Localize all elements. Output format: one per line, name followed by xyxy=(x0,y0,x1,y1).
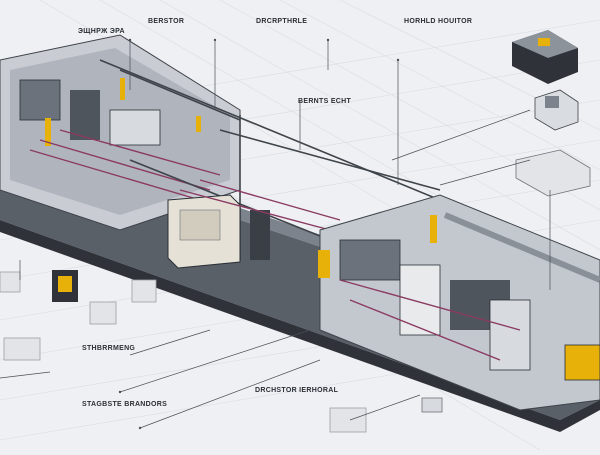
callout-label-top-right: HORHLD HOUITOR xyxy=(404,18,473,25)
floating-component-mid-right xyxy=(534,89,579,131)
floating-component-top-right xyxy=(512,30,578,84)
floating-component-bottom xyxy=(329,397,443,433)
callout-label-bottom-center: DRCHSTOR IERHORAL xyxy=(255,387,339,394)
central-cabinet xyxy=(167,179,341,269)
floating-component-left-relay xyxy=(52,270,78,302)
callout-label-bottom-left-2: STAGBSTE BRANDORS xyxy=(82,401,168,408)
floating-component-left-b xyxy=(89,301,117,325)
callout-label-top-left: ЭЩНРЖ ЭРА xyxy=(78,28,125,35)
floating-component-left-d xyxy=(3,337,41,361)
callout-label-top-center: DRCRPTHRLE xyxy=(256,18,308,25)
floating-component-left-c xyxy=(131,279,157,303)
callout-label-bottom-left: STHBRRMENG xyxy=(82,345,136,352)
callout-label-top-center-left: BERSTOR xyxy=(148,18,185,25)
left-machine-block xyxy=(0,34,241,231)
label-dots xyxy=(118,38,400,430)
right-machine-block xyxy=(318,194,600,411)
callout-label-middle: BERNTS ECHT xyxy=(298,98,352,105)
leader-lines xyxy=(0,40,551,429)
floating-component-right-panel xyxy=(515,149,591,197)
floating-component-left-a xyxy=(0,271,21,293)
